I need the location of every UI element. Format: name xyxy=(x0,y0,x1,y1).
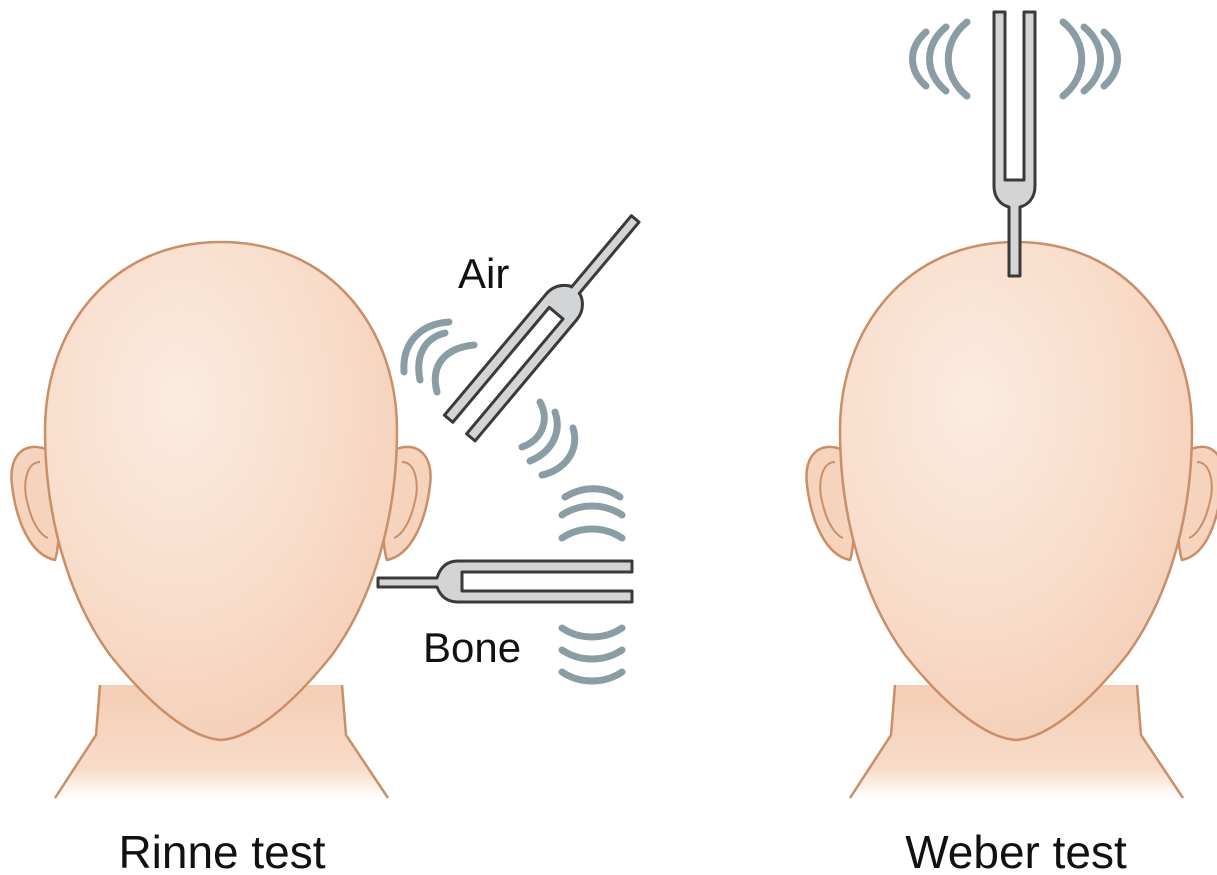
air-fork-body xyxy=(444,206,650,441)
bone-fork-body xyxy=(378,561,632,602)
rinne-test-caption: Rinne test xyxy=(118,826,325,875)
wave-arc xyxy=(562,529,622,538)
wave-arc xyxy=(1084,27,1101,91)
rinne-skull xyxy=(45,242,397,740)
wave-arc xyxy=(562,628,622,637)
air-tuning-fork xyxy=(444,206,650,441)
bone-tuning-fork xyxy=(378,561,632,602)
bone-label: Bone xyxy=(423,624,521,671)
rinne-head xyxy=(11,242,430,798)
weber-test-caption: Weber test xyxy=(905,826,1127,875)
wave-arc xyxy=(562,672,622,681)
wave-arc xyxy=(565,489,620,497)
weber-skull xyxy=(840,242,1192,740)
weber-head xyxy=(806,242,1217,798)
wave-arc xyxy=(913,32,927,86)
weber-fork-body xyxy=(994,12,1035,276)
wave-arc xyxy=(562,650,622,659)
air-label: Air xyxy=(458,250,509,297)
wave-arc xyxy=(930,27,947,91)
wave-arc xyxy=(562,506,622,515)
wave-arc xyxy=(1063,22,1082,96)
weber-tuning-fork xyxy=(994,12,1035,276)
wave-arc xyxy=(522,402,544,447)
wave-arc xyxy=(948,22,967,96)
wave-arc xyxy=(1104,32,1118,86)
